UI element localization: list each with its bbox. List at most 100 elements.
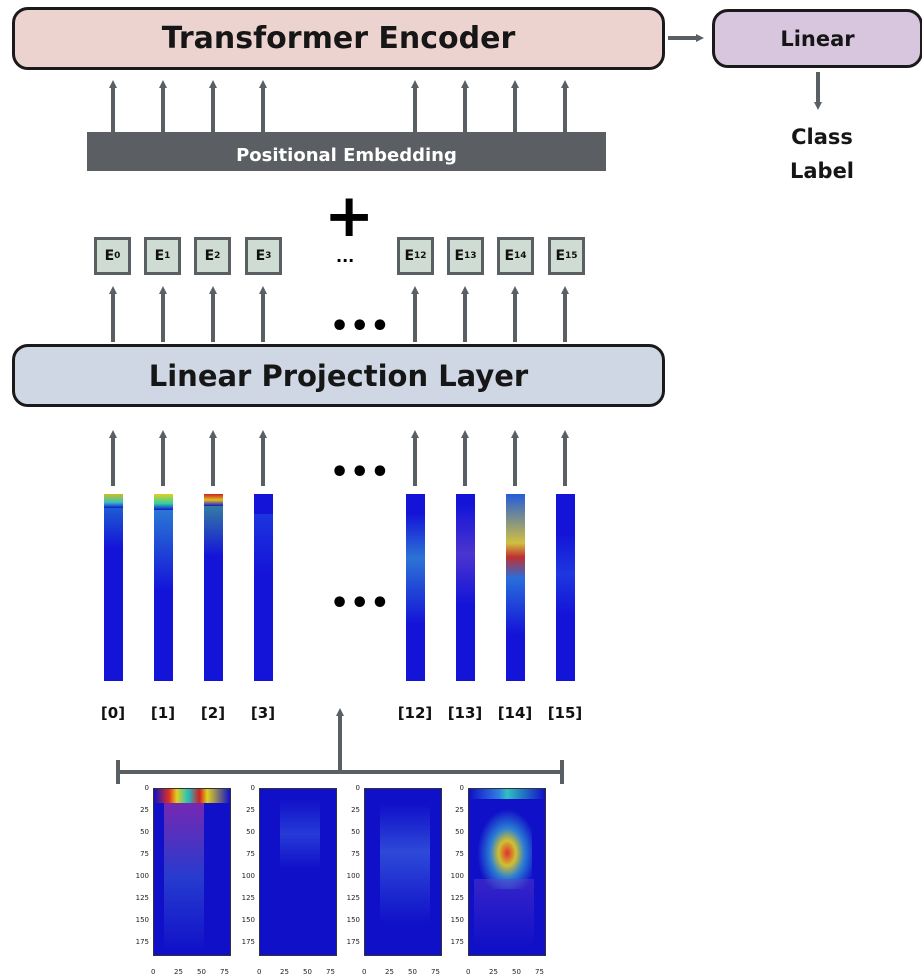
patch-label-13: [13]	[447, 704, 483, 722]
embedding-letter: E	[255, 248, 266, 264]
embedding-letter: E	[154, 248, 165, 264]
spectrogram-x-tick: 75	[326, 968, 335, 976]
spectrogram-y-tick: 125	[135, 894, 149, 902]
spectrogram-x-tick: 0	[362, 968, 367, 976]
linear-projection-layer-label: Linear Projection Layer	[148, 358, 529, 393]
spectrogram-y-tick: 0	[144, 784, 149, 792]
spectrogram-y-tick: 100	[241, 872, 255, 880]
spectrogram-x-tick: 75	[535, 968, 544, 976]
spectrogram-y-tick: 25	[246, 806, 255, 814]
bracket	[116, 760, 564, 784]
embedding-letter: E	[104, 248, 115, 264]
spectrogram-y-tick: 150	[450, 916, 464, 924]
spectrogram-y-tick: 50	[455, 828, 464, 836]
class-label-line1: Class	[791, 125, 853, 149]
spectrogram-x-tick: 0	[151, 968, 156, 976]
spectrogram-x-tick: 0	[466, 968, 471, 976]
embedding-letter: E	[204, 248, 215, 264]
embedding-subscript: 3	[265, 251, 272, 261]
embedding-subscript: 1	[164, 251, 171, 261]
spectrogram-y-tick: 175	[135, 938, 149, 946]
spectrogram-x-tick: 25	[280, 968, 289, 976]
spectrogram-y-tick: 0	[250, 784, 255, 792]
embedding-subscript: 2	[214, 251, 221, 261]
spectrogram-y-tick: 175	[346, 938, 360, 946]
spectrogram-y-tick: 25	[140, 806, 149, 814]
patch-label-3: [3]	[250, 704, 276, 722]
spectrogram-y-tick: 25	[351, 806, 360, 814]
class-label-line2: Label	[789, 159, 855, 183]
spectrogram-y-tick: 0	[355, 784, 360, 792]
patch-label-1: [1]	[150, 704, 176, 722]
spectrogram-y-tick: 25	[455, 806, 464, 814]
positional-embedding-label: Positional Embedding	[236, 145, 457, 166]
spectrogram-x-tick: 25	[385, 968, 394, 976]
spectrogram-x-tick: 50	[197, 968, 206, 976]
embedding-subscript: 13	[464, 251, 477, 261]
transformer-encoder-label: Transformer Encoder	[161, 21, 516, 56]
linear-head-label: Linear	[780, 26, 855, 51]
spectrogram-y-tick: 150	[135, 916, 149, 924]
positional-embedding-bar: Positional Embedding	[87, 132, 606, 171]
linear-head-box: Linear	[712, 9, 922, 68]
patch-strip-2	[204, 494, 223, 681]
spectrogram-y-tick: 50	[351, 828, 360, 836]
spectrogram-x-tick: 25	[489, 968, 498, 976]
spectrogram-y-tick: 100	[346, 872, 360, 880]
spectrogram-y-tick: 75	[351, 850, 360, 858]
spectrogram-y-tick: 75	[455, 850, 464, 858]
spectrogram-y-tick: 125	[346, 894, 360, 902]
spectrogram-x-tick: 75	[220, 968, 229, 976]
patch-strip-0	[104, 494, 123, 681]
embedding-letter: E	[504, 248, 515, 264]
spectrogram-y-tick: 50	[140, 828, 149, 836]
spectrogram-y-tick: 150	[241, 916, 255, 924]
spectrogram-y-tick: 100	[450, 872, 464, 880]
spectrogram-y-tick: 75	[246, 850, 255, 858]
spectrogram-x-tick: 50	[408, 968, 417, 976]
patch-label-12: [12]	[397, 704, 433, 722]
linear-projection-layer-box: Linear Projection Layer	[12, 344, 665, 407]
spectrogram-y-tick: 175	[450, 938, 464, 946]
spectrogram-y-tick: 175	[241, 938, 255, 946]
spectrogram-y-tick: 50	[246, 828, 255, 836]
embedding-subscript: 0	[114, 251, 121, 261]
embedding-letter: E	[404, 248, 415, 264]
spectrogram-y-tick: 125	[450, 894, 464, 902]
spectrogram-y-tick: 100	[135, 872, 149, 880]
embedding-subscript: 14	[514, 251, 527, 261]
spectrogram-y-tick: 125	[241, 894, 255, 902]
patch-label-2: [2]	[200, 704, 226, 722]
patches-ellipsis: •••	[330, 586, 391, 621]
spectrogram-2	[259, 788, 337, 956]
patch-label-14: [14]	[497, 704, 533, 722]
spectrogram-x-tick: 50	[303, 968, 312, 976]
patch-strip-3	[254, 494, 273, 681]
spectrogram-4	[468, 788, 546, 956]
spectrogram-3	[364, 788, 442, 956]
spectrogram-x-tick: 75	[431, 968, 440, 976]
embedding-subscript: 12	[414, 251, 427, 261]
arrows-ellipsis-top: •••	[330, 309, 391, 344]
arrows-ellipsis-middle: •••	[330, 455, 391, 490]
spectrogram-y-tick: 150	[346, 916, 360, 924]
embedding-ellipsis: ...	[336, 247, 355, 266]
patch-strip-13	[456, 494, 475, 681]
spectrogram-x-tick: 50	[512, 968, 521, 976]
patch-strip-12	[406, 494, 425, 681]
patch-strip-15	[556, 494, 575, 681]
spectrogram-1	[153, 788, 231, 956]
patch-label-15: [15]	[547, 704, 583, 722]
embedding-subscript: 15	[565, 251, 578, 261]
transformer-encoder-box: Transformer Encoder	[12, 7, 665, 70]
embedding-letter: E	[454, 248, 465, 264]
spectrogram-y-tick: 0	[459, 784, 464, 792]
